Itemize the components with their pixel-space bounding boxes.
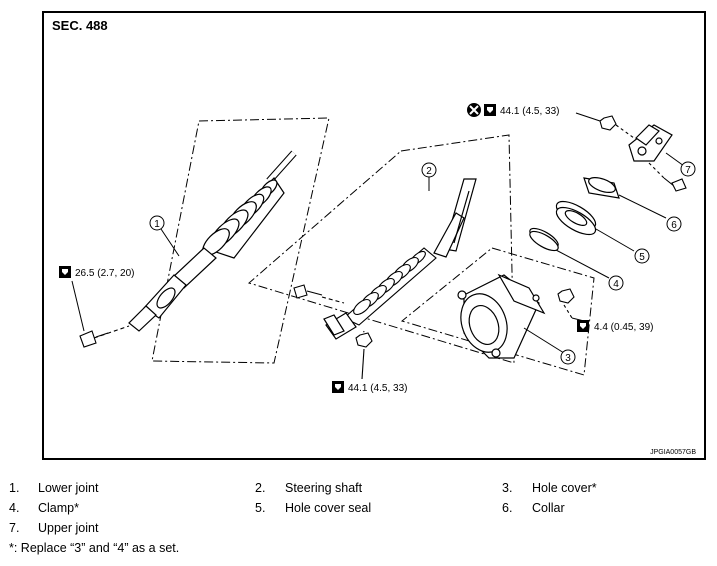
legend-num: 5. bbox=[255, 501, 266, 515]
svg-text:3: 3 bbox=[565, 353, 571, 364]
svg-text:1: 1 bbox=[154, 219, 160, 230]
legend-num: 6. bbox=[502, 501, 513, 515]
lower-joint-frame bbox=[151, 117, 330, 364]
callout-7: 7 bbox=[680, 161, 696, 177]
legend-label-hole-cover: Hole cover* bbox=[532, 481, 597, 495]
hole-cover-frame bbox=[400, 247, 595, 376]
torque-label-lower-joint: 26.5 (2.7, 20) bbox=[59, 266, 134, 279]
steering-shaft-group bbox=[247, 134, 515, 380]
svg-text:4.4 (0.45, 39): 4.4 (0.45, 39) bbox=[594, 322, 653, 333]
svg-text:44.1 (4.5, 33): 44.1 (4.5, 33) bbox=[348, 383, 407, 394]
legend-label-upper-joint: Upper joint bbox=[38, 521, 99, 535]
svg-text:5: 5 bbox=[639, 252, 645, 263]
callout-4: 4 bbox=[608, 275, 624, 291]
diagram-frame: SEC. 488 bbox=[42, 11, 706, 460]
callout-3: 3 bbox=[560, 349, 576, 365]
legend-num: 2. bbox=[255, 481, 266, 495]
torque-label-shaft-nut: 44.1 (4.5, 33) bbox=[332, 381, 407, 394]
shaft-bolt-icon bbox=[293, 284, 345, 304]
svg-text:7: 7 bbox=[685, 165, 691, 176]
legend-num: 7. bbox=[9, 521, 20, 535]
lower-joint-body bbox=[128, 247, 217, 332]
legend-label-lower-joint: Lower joint bbox=[38, 481, 99, 495]
callout-2: 2 bbox=[421, 162, 437, 191]
shaft-nut-icon bbox=[355, 330, 373, 380]
legend-label-collar: Collar bbox=[532, 501, 565, 515]
torque-wrench-icon bbox=[484, 104, 496, 116]
torque-wrench-icon bbox=[577, 320, 589, 332]
upper-joint-nut-icon bbox=[575, 112, 635, 139]
svg-text:2: 2 bbox=[426, 166, 432, 177]
legend-num: 3. bbox=[502, 481, 513, 495]
svg-text:26.5 (2.7, 20): 26.5 (2.7, 20) bbox=[75, 268, 134, 279]
footnote: *: Replace “3” and “4” as a set. bbox=[9, 541, 180, 555]
callout-6: 6 bbox=[666, 216, 682, 232]
upper-joint-group bbox=[575, 112, 687, 192]
collar-part bbox=[583, 177, 667, 219]
torque-label-upper-nut: 44.1 (4.5, 33) bbox=[467, 103, 559, 117]
torque-wrench-icon bbox=[59, 266, 71, 278]
lower-joint-group bbox=[71, 117, 330, 364]
legend-num: 4. bbox=[9, 501, 20, 515]
section-label: SEC. 488 bbox=[52, 18, 108, 33]
hole-cover-nut-icon bbox=[557, 288, 585, 322]
svg-text:6: 6 bbox=[671, 220, 677, 231]
hole-cover-seal-part bbox=[555, 200, 635, 252]
svg-text:44.1 (4.5, 33): 44.1 (4.5, 33) bbox=[500, 106, 559, 117]
torque-wrench-icon bbox=[332, 381, 344, 393]
hole-cover-group bbox=[400, 247, 595, 376]
lower-joint-boot bbox=[202, 177, 285, 259]
legend-num: 1. bbox=[9, 481, 20, 495]
lower-joint-bolt-icon bbox=[79, 325, 130, 348]
steering-shaft-bellows bbox=[343, 247, 437, 326]
callout-5: 5 bbox=[634, 248, 650, 264]
upper-joint-bolt-icon bbox=[648, 162, 687, 192]
replace-x-icon bbox=[467, 103, 481, 117]
callout-1: 1 bbox=[149, 215, 180, 257]
clamp-part bbox=[529, 227, 610, 279]
torque-label-hole-cover-nut: 4.4 (0.45, 39) bbox=[577, 320, 653, 333]
steering-shaft-frame bbox=[247, 134, 515, 364]
legend-label-hole-cover-seal: Hole cover seal bbox=[285, 501, 372, 515]
svg-text:4: 4 bbox=[613, 279, 619, 290]
image-code: JPGIA0057GB bbox=[650, 449, 696, 456]
legend-label-steering-shaft: Steering shaft bbox=[285, 481, 363, 495]
legend-label-clamp: Clamp* bbox=[38, 501, 79, 515]
